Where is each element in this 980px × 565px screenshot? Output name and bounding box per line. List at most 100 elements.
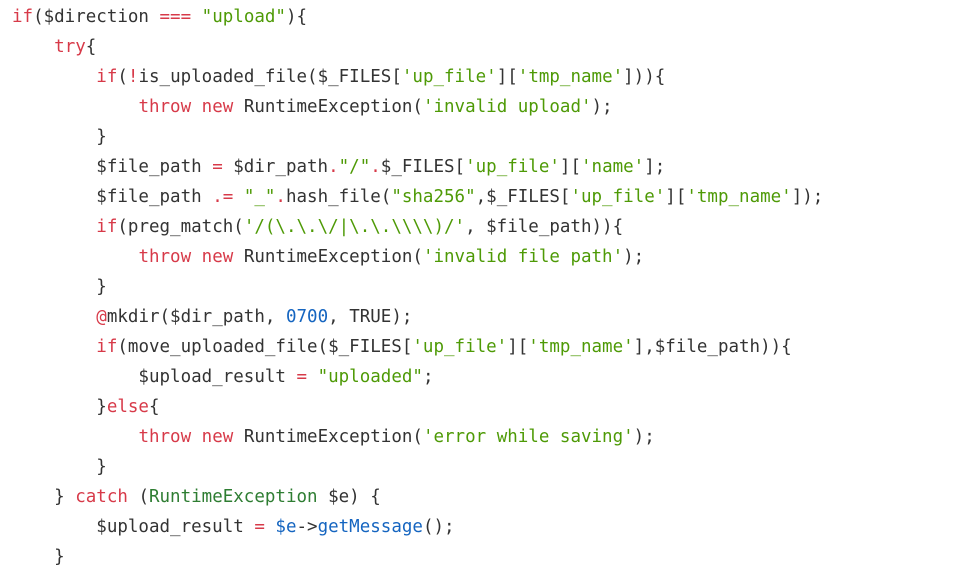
code-token: ->	[296, 517, 318, 537]
code-token: new	[201, 247, 234, 267]
code-token: 'name'	[581, 157, 645, 177]
code-token: getMessage	[317, 517, 423, 537]
code-token: new	[201, 97, 234, 117]
code-token: }	[12, 277, 107, 297]
code-token: 'tmp_name'	[528, 337, 634, 357]
code-token: 'tmp_name'	[686, 187, 792, 207]
code-token: mkdir($dir_path,	[106, 307, 286, 327]
code-token	[12, 337, 96, 357]
code-token: throw	[138, 247, 192, 267]
code-line: $upload_result = "uploaded";	[12, 362, 433, 392]
code-token: (move_uploaded_file($_FILES[	[117, 337, 413, 357]
code-token: , TRUE);	[328, 307, 413, 327]
code-token: (preg_match(	[117, 217, 244, 237]
code-token	[12, 307, 96, 327]
code-line: } catch (RuntimeException $e) {	[12, 482, 381, 512]
code-token: $e) {	[317, 487, 381, 507]
code-token	[12, 67, 96, 87]
code-token: ]);	[791, 187, 824, 207]
code-line: throw new RuntimeException('error while …	[12, 422, 655, 452]
code-token: "upload"	[201, 7, 286, 27]
code-token: $e	[275, 517, 297, 537]
code-token: "/"	[338, 157, 371, 177]
code-token: ],$file_path)){	[633, 337, 792, 357]
code-token: ][	[507, 337, 529, 357]
code-token: =	[296, 367, 308, 387]
code-token: $_FILES[	[380, 157, 466, 177]
code-token: if	[96, 337, 118, 357]
code-token	[12, 247, 138, 267]
code-token: if	[12, 7, 34, 27]
code-token: =	[212, 157, 223, 177]
code-token: }	[12, 457, 107, 477]
code-token: (	[127, 487, 149, 507]
code-line: }	[12, 542, 65, 565]
code-token: }	[12, 127, 107, 147]
code-token: ();	[422, 517, 455, 537]
code-token: 'up_file'	[412, 337, 508, 357]
code-token: ][	[496, 67, 518, 87]
code-token: 'up_file'	[465, 157, 560, 177]
code-line: try{	[12, 32, 96, 62]
code-token: is_uploaded_file($_FILES[	[138, 67, 402, 87]
code-line: $file_path .= "_".hash_file("sha256",$_F…	[12, 182, 823, 212]
code-token: 'up_file'	[401, 67, 497, 87]
code-line: if(preg_match('/(\.\.\/|\.\.\\\\)/', $fi…	[12, 212, 623, 242]
code-token: {	[148, 397, 160, 417]
code-token: .	[328, 157, 339, 177]
code-token: "_"	[243, 187, 276, 207]
code-token	[12, 217, 96, 237]
code-token: catch	[75, 487, 128, 507]
code-token: $dir_path	[222, 157, 329, 177]
code-token: );	[633, 427, 655, 447]
code-token: }	[12, 547, 65, 565]
code-token: ($direction	[33, 7, 160, 27]
code-token	[191, 7, 202, 27]
code-token	[191, 97, 202, 117]
code-token	[12, 37, 54, 57]
code-token: 0700	[285, 307, 329, 327]
code-line: }	[12, 452, 107, 482]
code-token: $upload_result	[12, 367, 297, 387]
code-token: ];	[644, 157, 666, 177]
code-token	[12, 97, 138, 117]
code-token	[191, 247, 202, 267]
code-token: $file_path	[12, 187, 213, 207]
code-token: .	[370, 157, 381, 177]
code-token: ){	[285, 7, 308, 27]
code-token: else	[106, 397, 149, 417]
code-line: $upload_result = $e->getMessage();	[12, 512, 455, 542]
code-token: 'error while saving'	[422, 427, 634, 447]
code-token: ])){	[623, 67, 666, 87]
code-token	[307, 367, 318, 387]
code-token: if	[96, 67, 118, 87]
code-token: }	[12, 397, 107, 417]
code-token: $file_path	[12, 157, 213, 177]
code-token: RuntimeException(	[233, 97, 423, 117]
code-line: }	[12, 122, 107, 152]
code-line: }	[12, 272, 107, 302]
code-line: throw new RuntimeException('invalid uplo…	[12, 92, 613, 122]
code-token: !	[127, 67, 139, 87]
code-line: throw new RuntimeException('invalid file…	[12, 242, 644, 272]
code-token: (	[117, 67, 128, 87]
code-token: '/(\.\.\/|\.\.\\\\)/'	[243, 217, 466, 237]
code-token: ===	[159, 7, 192, 27]
code-token: =	[254, 517, 265, 537]
code-token	[191, 427, 202, 447]
code-token: .=	[212, 187, 234, 207]
code-token: }	[12, 487, 76, 507]
code-token: 'invalid file path'	[422, 247, 624, 267]
code-token: new	[201, 427, 234, 447]
code-token: throw	[138, 97, 192, 117]
code-token: );	[591, 97, 613, 117]
code-line: }else{	[12, 392, 160, 422]
code-token: .	[275, 187, 286, 207]
code-token: ][	[559, 157, 581, 177]
code-token: RuntimeException(	[233, 247, 423, 267]
code-line: if(move_uploaded_file($_FILES['up_file']…	[12, 332, 792, 362]
code-token: 'up_file'	[570, 187, 666, 207]
code-token: "uploaded"	[317, 367, 423, 387]
code-line: $file_path = $dir_path."/".$_FILES['up_f…	[12, 152, 665, 182]
